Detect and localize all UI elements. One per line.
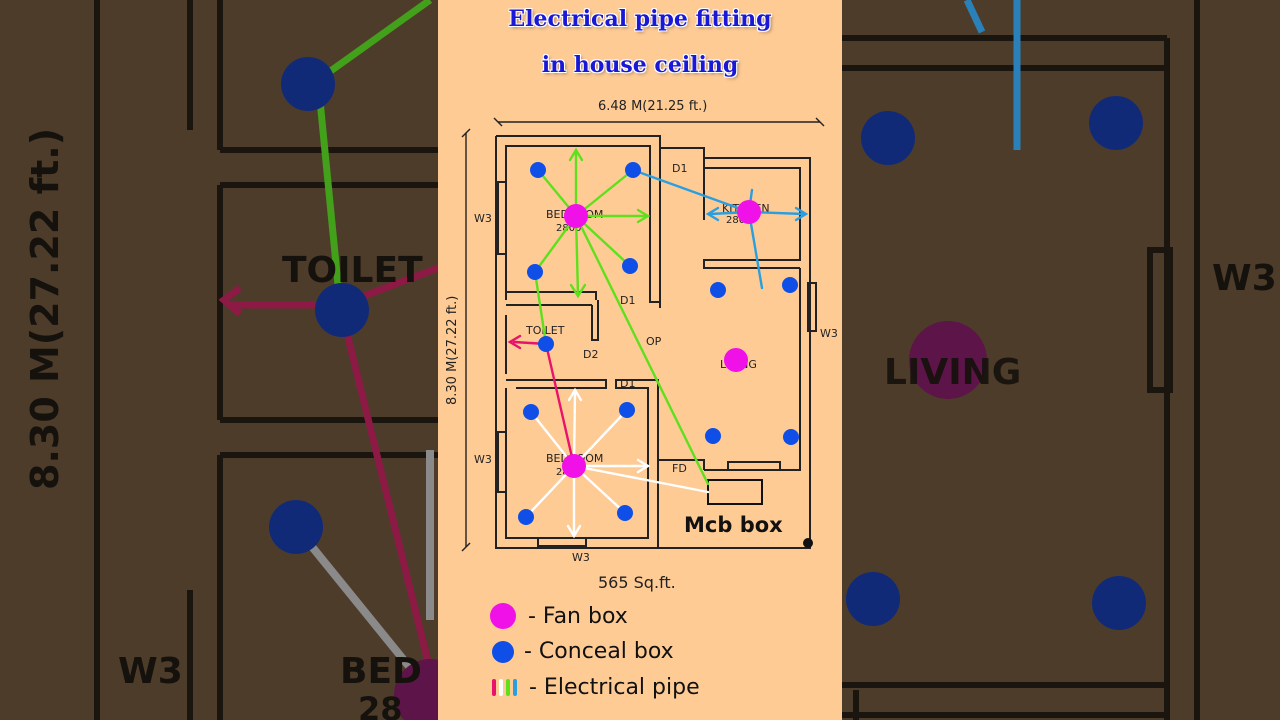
conceal-box-icon [523,404,539,420]
conceal-box-icon [518,509,534,525]
background-left: 8.30 M(27.22 ft.) TOILET W3 BED 28 [0,0,438,720]
conceal-box-icon [782,277,798,293]
background-bedroom-label: BED [340,651,422,692]
legend-electrical-pipe: - Electrical pipe [490,675,700,700]
opening-fd: FD [672,462,687,475]
legend-conceal-box: - Conceal box [490,639,674,664]
background-conceal-box-icon [1089,96,1143,150]
conceal-box-icon [783,429,799,445]
background-fan-box-icon [394,659,438,720]
opening-d1-kitchen: D1 [672,162,687,175]
dimension-lines [461,117,825,552]
floor-plan: 6.48 M(21.25 ft.) 8.30 M(27.22 ft.) [445,99,838,592]
background-conceal-box-icon [1092,576,1146,630]
green-pipes [533,147,710,486]
background-height-label: 8.30 M(27.22 ft.) [23,128,67,490]
legend-fan-box: - Fan box [490,603,628,629]
fan-box-icon [562,454,586,478]
background-conceal-box-icon [269,500,323,554]
fan-box-icon [490,603,516,629]
fan-box-icon [724,348,748,372]
opening-d1-bedroom-bottom: D1 [620,377,635,390]
fan-boxes [562,200,761,478]
opening-d2: D2 [583,348,598,361]
mcb-dot [803,538,813,548]
opening-w3-bedroom-bottom: W3 [474,453,492,466]
room-dim-kitchen: 2800 [726,215,751,226]
legend-electrical-pipe-label: - Electrical pipe [529,675,700,700]
background-w3-label: W3 [118,651,183,692]
background-right: W3 LIVING [842,0,1280,720]
title-line-2: in house ceiling [541,52,739,78]
background-living-label: LIVING [884,352,1021,393]
opening-w3-living: W3 [820,327,838,340]
electrical-pipe-icon [492,679,517,696]
plan-area-label: 565 Sq.ft. [598,573,676,592]
background-right-plan: W3 LIVING [842,0,1277,720]
conceal-box-icon [625,162,641,178]
fan-box-icon [564,204,588,228]
opening-w3-bedroom-top: W3 [474,212,492,225]
conceal-boxes [518,162,799,525]
conceal-box-icon [705,428,721,444]
opening-op: OP [646,335,662,348]
conceal-box-icon [622,258,638,274]
background-fan-box-icon [909,321,987,399]
conceal-box-icon [492,640,514,663]
background-bedroom-dim: 28 [358,690,403,720]
mcb-box-label: Mcb box [684,513,783,537]
background-conceal-box-icon [846,572,900,626]
conceal-box-icon [617,505,633,521]
conceal-box-icon [538,336,554,352]
background-conceal-box-icon [281,57,335,111]
main-panel: Electrical pipe fitting in house ceiling… [438,0,842,720]
conceal-box-icon [527,264,543,280]
background-conceal-box-icon [861,111,915,165]
background-toilet-label: TOILET [282,250,423,291]
red-pipes [507,334,576,468]
plan-height-label: 8.30 M(27.22 ft.) [445,296,460,405]
mcb-box [707,479,763,505]
blue-pipes [631,168,809,290]
title-line-1: Electrical pipe fitting [508,6,772,32]
conceal-box-icon [619,402,635,418]
legend-fan-box-label: - Fan box [528,603,628,629]
background-left-plan: 8.30 M(27.22 ft.) TOILET W3 BED 28 [23,0,438,720]
conceal-box-icon [530,162,546,178]
background-conceal-box-icon [315,283,369,337]
fan-box-icon [737,200,761,224]
room-dim-bedroom-top: 2800 [556,223,581,234]
background-w3-label: W3 [1212,258,1277,299]
opening-w3-bottom: W3 [572,551,590,564]
conceal-box-icon [710,282,726,298]
legend-conceal-box-label: - Conceal box [524,639,674,664]
plan-width-label: 6.48 M(21.25 ft.) [598,99,707,114]
opening-d1-bedroom-top: D1 [620,294,635,307]
